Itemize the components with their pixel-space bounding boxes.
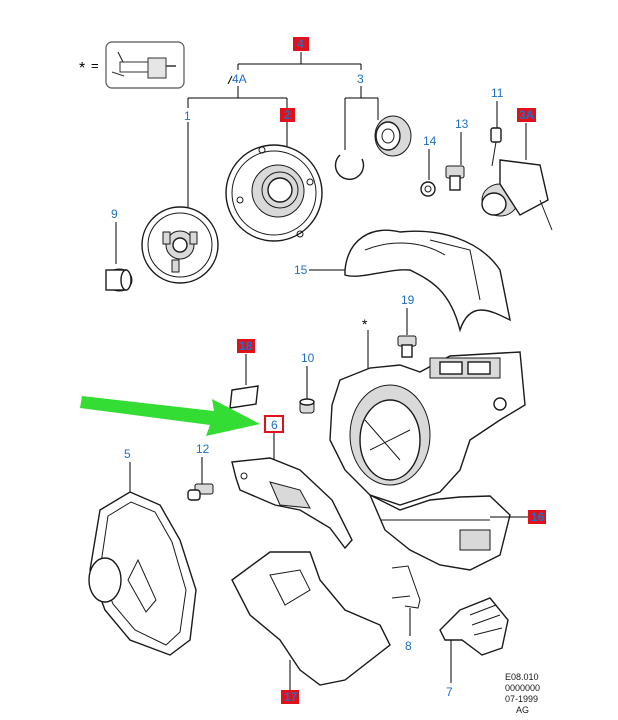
release-fork-part [231,457,353,550]
callout-13: 13 [455,117,469,131]
callout-4A: 4A [232,72,247,86]
lower-case-part [368,493,511,571]
legend-equals: = [91,58,99,73]
washer-part [420,181,436,197]
legend-tool-icon [105,41,185,89]
pressure-plate-part [225,144,323,242]
callout-2: 2 [284,108,291,122]
callout-17-box [281,690,299,704]
callout-5: 5 [124,447,131,461]
callout-18: 18 [239,339,253,353]
callout-8: 8 [405,639,412,653]
callout-17: 17 [284,690,298,704]
callout-18-box [237,339,255,353]
callout-6: 6 [271,418,278,432]
drawing-code-line-4: AG [516,705,529,715]
callout-19: 19 [401,293,415,307]
callout-16: 16 [531,510,545,524]
label-plate-part [229,385,259,409]
transmission-housing-part [329,351,526,506]
callout-3: 3 [357,72,364,86]
callout-12: 12 [196,442,210,456]
drawing-code-line-1: E08.010 [505,672,539,682]
callout-4-box [293,37,309,51]
callout-4: 4 [297,37,304,51]
drawing-code-line-3: 07-1999 [505,694,538,704]
pilot-bearing-part [105,268,133,292]
spring-clip-part [391,565,421,609]
concentric-slave-cylinder-part [481,159,553,231]
leader-tree-4 [187,52,379,208]
callout-11: 11 [491,86,504,100]
callout-16-box [528,510,546,524]
gaiter-boot-part [439,597,509,656]
callout-10: 10 [301,351,315,365]
clutch-disc-part [141,206,219,284]
bolt-13-part [445,165,465,191]
dust-shield-part [344,229,511,333]
drawing-code-line-2: 0000000 [505,683,540,693]
bolt-19-part [397,335,417,358]
release-bearing-part [334,115,412,180]
callout-7: 7 [446,685,453,699]
cover-plate-part [231,551,391,686]
callout-1: 1 [184,109,191,123]
callout-9: 9 [111,207,118,221]
callout-6-box [264,415,284,433]
housing-asterisk: * [362,316,368,332]
highlight-arrow [80,396,260,436]
adapter-plate-part [88,491,197,656]
bleed-screw-part [490,127,502,167]
callout-3A: 3A [519,108,535,122]
callout-14: 14 [423,134,437,148]
legend-asterisk: * [79,60,85,77]
callout-2-box [280,108,295,122]
callout-15: 15 [294,263,308,277]
bush-part [299,398,315,414]
pivot-stud-part [187,483,214,501]
callout-3A-box [517,108,536,122]
